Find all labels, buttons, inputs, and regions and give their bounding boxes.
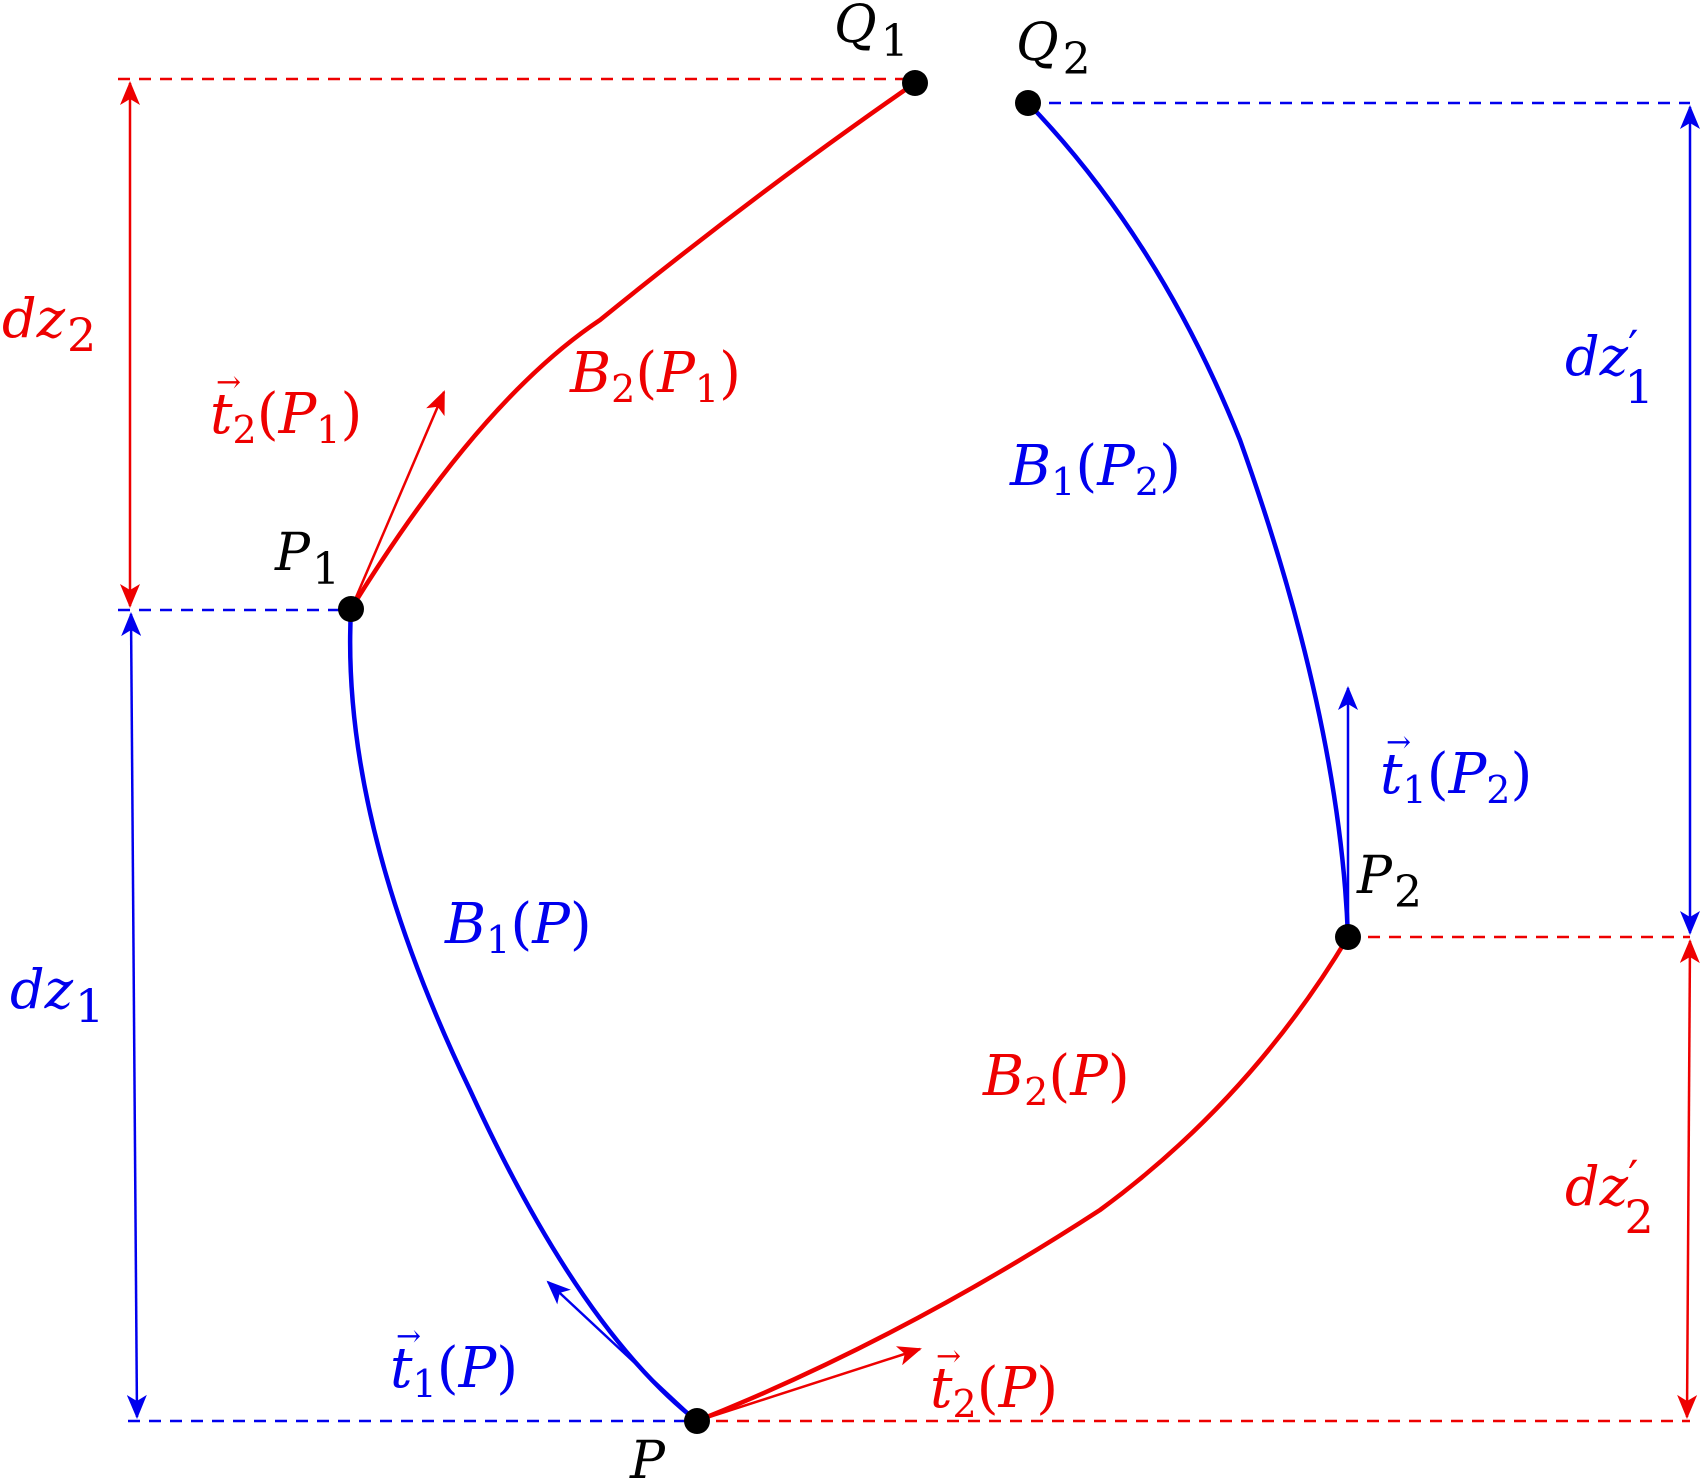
label-tangent-t2-p: t2(P) →	[930, 1339, 1058, 1426]
svg-text:→: →	[936, 1339, 961, 1374]
label-tangent-t2-p1: t2(P1) →	[210, 365, 362, 452]
point-q1	[902, 70, 928, 96]
point-q2	[1015, 90, 1041, 116]
curve-b2-p1	[349, 81, 917, 611]
svg-text:t2(P): t2(P)	[930, 1356, 1058, 1426]
label-q2: Q2	[1016, 13, 1091, 85]
tangent-t2-p1-arrow	[349, 390, 446, 610]
tangent-t2-p-arrow	[696, 1346, 922, 1423]
point-p2	[1335, 924, 1361, 950]
label-dz1-prime: dz′1	[1565, 320, 1654, 414]
svg-text:→: →	[216, 365, 241, 400]
label-curve-b2-p1: B2(P1)	[569, 341, 741, 411]
label-tangent-t1-p2: t1(P2) →	[1380, 725, 1532, 812]
curve-b2-p	[696, 935, 1350, 1424]
curve-b1-p	[347, 608, 699, 1423]
label-dz1: dz1	[10, 958, 104, 1033]
svg-text:t2(P1): t2(P1)	[210, 382, 362, 452]
label-curve-b1-p2: B1(P2)	[1009, 434, 1181, 504]
label-curve-b1-p: B1(P)	[444, 892, 592, 962]
label-q1: Q1	[834, 0, 909, 67]
dz1-dimension-arrow	[121, 612, 147, 1419]
tangent-t1-p-arrow	[546, 1280, 698, 1422]
curve-b1-p2	[1026, 101, 1351, 938]
label-p2: P2	[1356, 846, 1422, 918]
svg-text:t1(P2): t1(P2)	[1380, 742, 1532, 812]
dz2-prime-dimension-arrow	[1677, 939, 1700, 1419]
label-p: P	[629, 1431, 666, 1482]
point-p	[684, 1408, 710, 1434]
point-p1	[338, 596, 364, 622]
svg-text:→: →	[396, 1319, 421, 1354]
label-p1: P1	[274, 523, 340, 595]
svg-text:t1(P): t1(P)	[390, 1336, 518, 1406]
svg-text:→: →	[1386, 725, 1411, 760]
label-dz2: dz2	[2, 287, 96, 362]
label-dz2-prime: dz′2	[1565, 1150, 1654, 1244]
label-curve-b2-p: B2(P)	[982, 1044, 1130, 1114]
label-tangent-t1-p: t1(P) →	[390, 1319, 518, 1406]
